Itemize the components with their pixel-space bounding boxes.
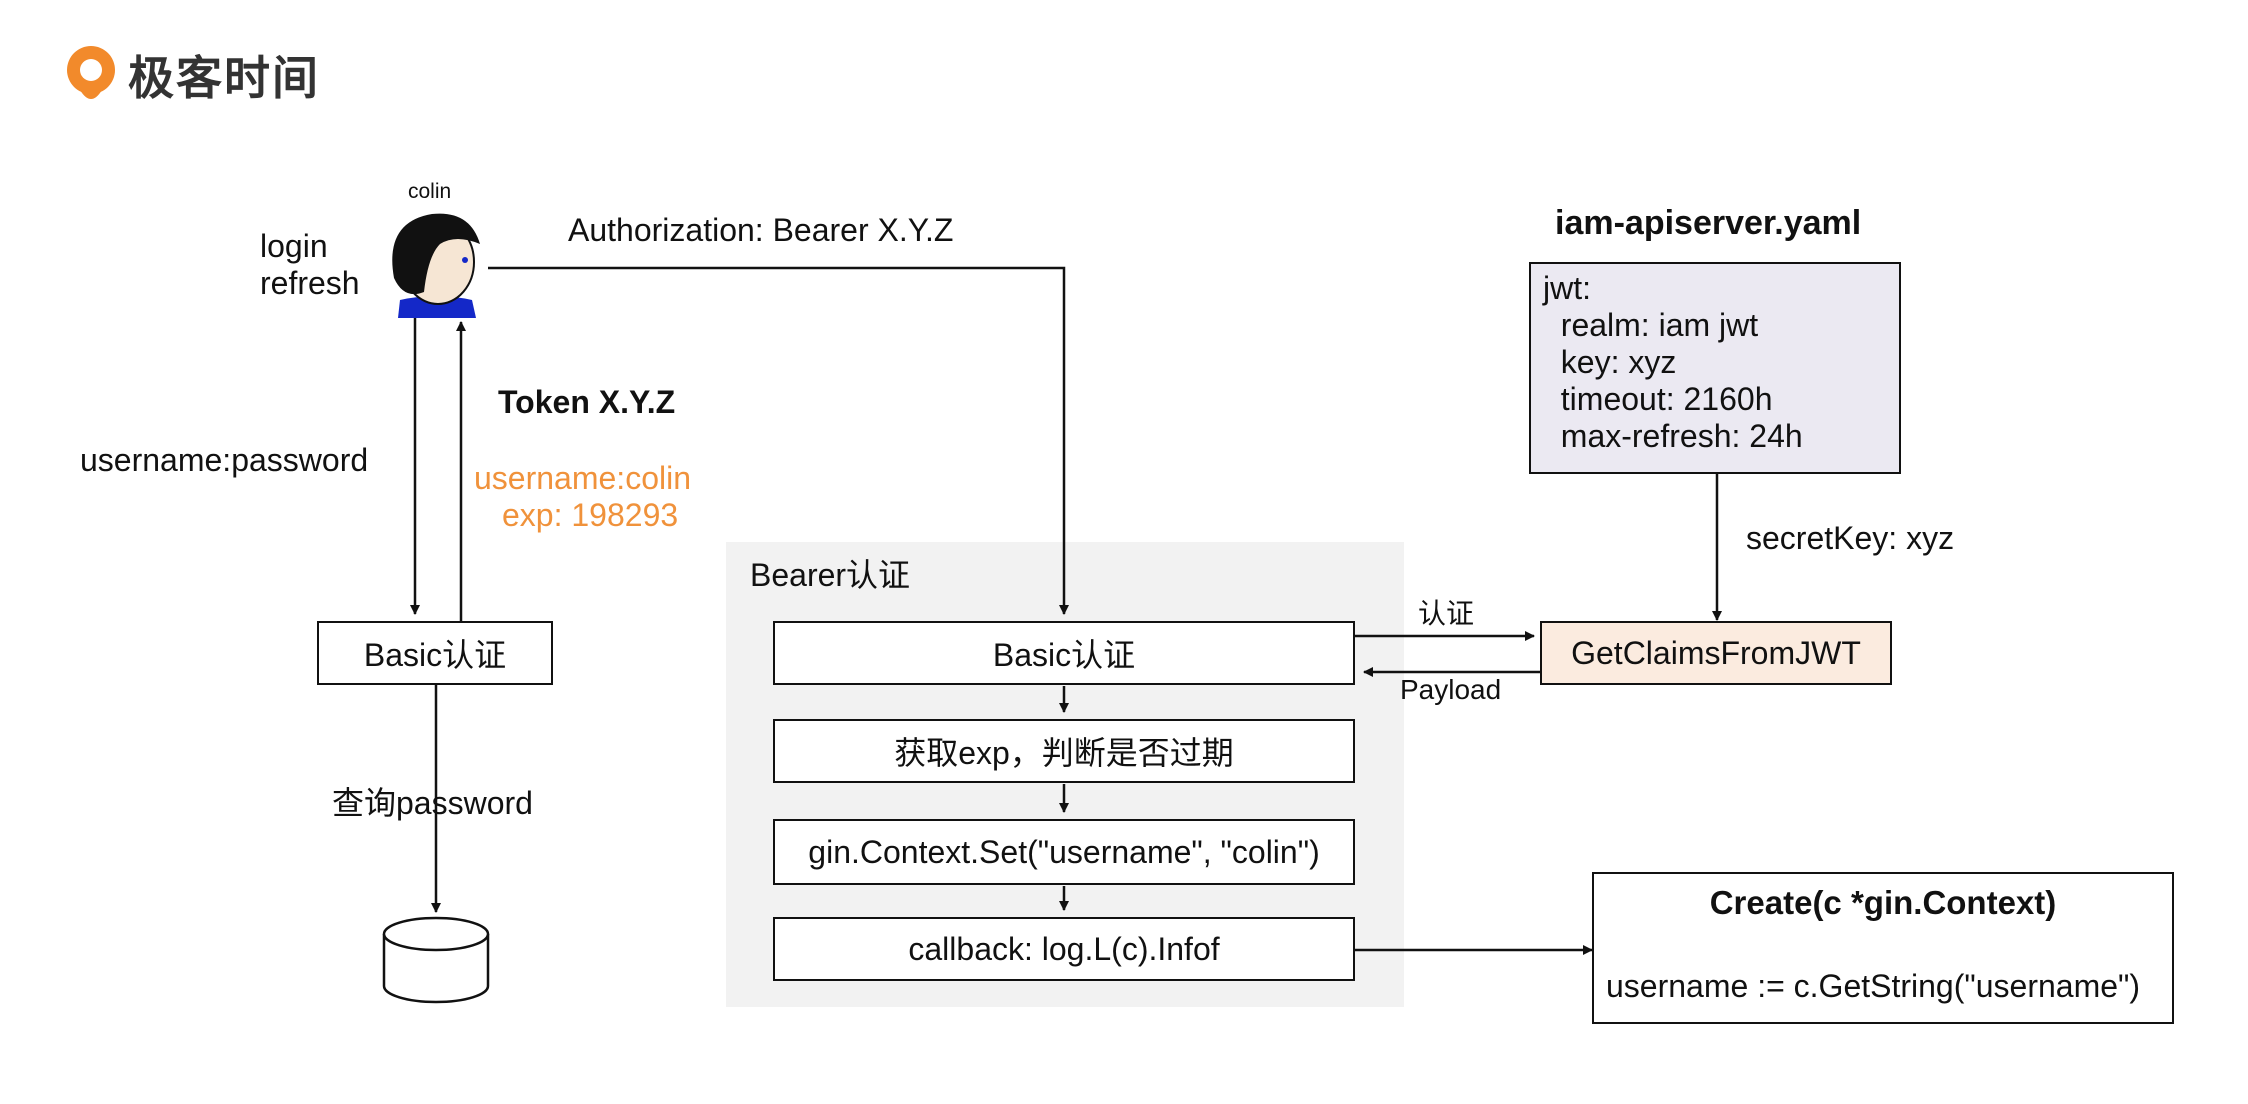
query-password-label: 查询password: [332, 785, 533, 821]
get-claims-from-jwt-box: GetClaimsFromJWT: [1540, 621, 1892, 685]
token-label: Token X.Y.Z: [498, 384, 676, 420]
credentials-label: username:password: [80, 442, 369, 478]
bearer-step-check-exp: 获取exp，判断是否过期: [773, 719, 1355, 783]
payload-arrow-label: Payload: [1400, 674, 1502, 705]
database-icon: [382, 916, 490, 1004]
bearer-panel-title: Bearer认证: [750, 557, 911, 593]
user-name: colin: [408, 180, 452, 203]
handler-body: username := c.GetString("username"): [1606, 968, 2141, 1004]
config-line: realm: iam jwt: [1543, 307, 1759, 343]
auth-arrow-label: 认证: [1418, 598, 1475, 629]
token-claims-username: username:colin: [474, 460, 691, 496]
brand-logo-icon: [67, 46, 115, 99]
create-handler-box: Create(c *gin.Context) username := c.Get…: [1592, 872, 2174, 1024]
arrow-authorization: [488, 266, 1069, 615]
bearer-step-basic: Basic认证: [773, 621, 1355, 685]
user-action-login: login: [260, 228, 328, 264]
secret-key-label: secretKey: xyz: [1746, 520, 1955, 556]
basic-auth-box: Basic认证: [317, 621, 553, 685]
bearer-step-callback: callback: log.L(c).Infof: [773, 917, 1355, 981]
config-line: key: xyz: [1543, 344, 1677, 380]
authorization-header-label: Authorization: Bearer X.Y.Z: [568, 212, 954, 248]
config-line: jwt:: [1543, 270, 1591, 306]
bearer-step-set-username: gin.Context.Set("username", "colin"): [773, 819, 1355, 885]
config-line: max-refresh: 24h: [1543, 418, 1803, 454]
token-claims-exp: exp: 198293: [502, 497, 679, 533]
brand-name: 极客时间: [128, 52, 320, 104]
brand-logo: 极客时间: [62, 42, 320, 108]
config-filename: iam-apiserver.yaml: [1555, 204, 1862, 242]
config-line: timeout: 2160h: [1543, 381, 1773, 417]
user-action-refresh: refresh: [260, 265, 360, 301]
config-file-box: jwt: realm: iam jwt key: xyz timeout: 21…: [1529, 262, 1901, 474]
handler-title: Create(c *gin.Context): [1709, 884, 2057, 921]
user-avatar-icon: [392, 213, 480, 318]
